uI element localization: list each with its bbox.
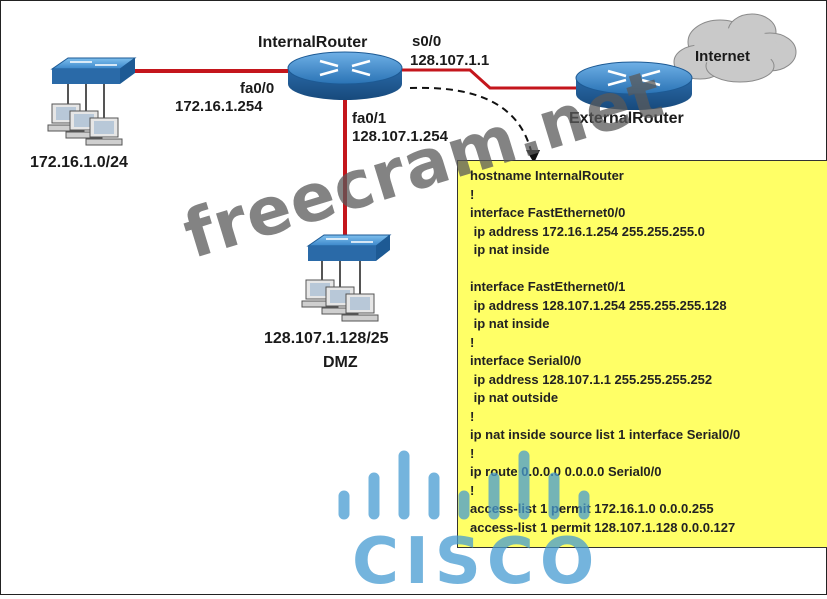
config-line: hostname InternalRouter [470,168,624,183]
config-line: ip address 172.16.1.254 255.255.255.0 [470,223,705,239]
external-router-icon [575,61,693,110]
config-line: ip nat inside source list 1 interface Se… [470,427,741,442]
s00-ip-label: 128.107.1.1 [410,52,490,69]
dmz-pc-icons [301,279,379,322]
config-line: access-list 1 permit 128.107.1.128 0.0.0… [470,519,736,535]
dmz-label: DMZ [323,354,358,371]
callout-arrow [409,86,533,156]
config-line: ! [470,445,475,461]
config-line: ip nat inside [470,242,550,257]
dmz-subnet-label: 128.107.1.128/25 [264,330,389,347]
link-serial [398,68,578,90]
cisco-logo-text: CISCO [352,525,601,599]
lan-switch-icon [50,57,137,122]
callout-arrowhead [526,150,540,163]
config-line: interface FastEthernet0/0 [470,205,626,220]
config-line: ip address 128.107.1.1 255.255.255.252 [470,371,713,387]
fa01-interface-label: fa0/1 [352,110,387,127]
config-line: ! [470,186,475,202]
config-line: ip nat outside [470,390,559,405]
internet-label: Internet [695,48,751,65]
lan-network-label: 172.16.1.0/24 [30,154,128,171]
internal-router-icon [287,51,403,100]
fa01-ip-label: 128.107.1.254 [352,128,448,145]
internal-router-label: InternalRouter [258,34,368,51]
config-line: ! [470,482,475,498]
config-line: ! [470,408,475,424]
internet-cloud-icon [673,13,797,83]
cisco-logo-icon [338,450,590,520]
external-router-label: ExternalRouter [569,110,684,127]
fa00-interface-label: fa0/0 [240,80,275,97]
router-config-box: hostname InternalRouter ! interface Fast… [457,160,827,548]
config-line: ! [470,334,475,350]
config-line [470,260,827,279]
config-line: interface Serial0/0 [470,353,582,368]
config-line: interface FastEthernet0/1 [470,279,626,294]
config-line: ip nat inside [470,316,550,331]
fa00-ip-label: 172.16.1.254 [175,98,263,115]
lan-pc-icons [47,103,123,146]
s00-interface-label: s0/0 [412,33,442,50]
config-line: ip address 128.107.1.254 255.255.255.128 [470,297,727,313]
dmz-switch-icon [306,234,392,298]
